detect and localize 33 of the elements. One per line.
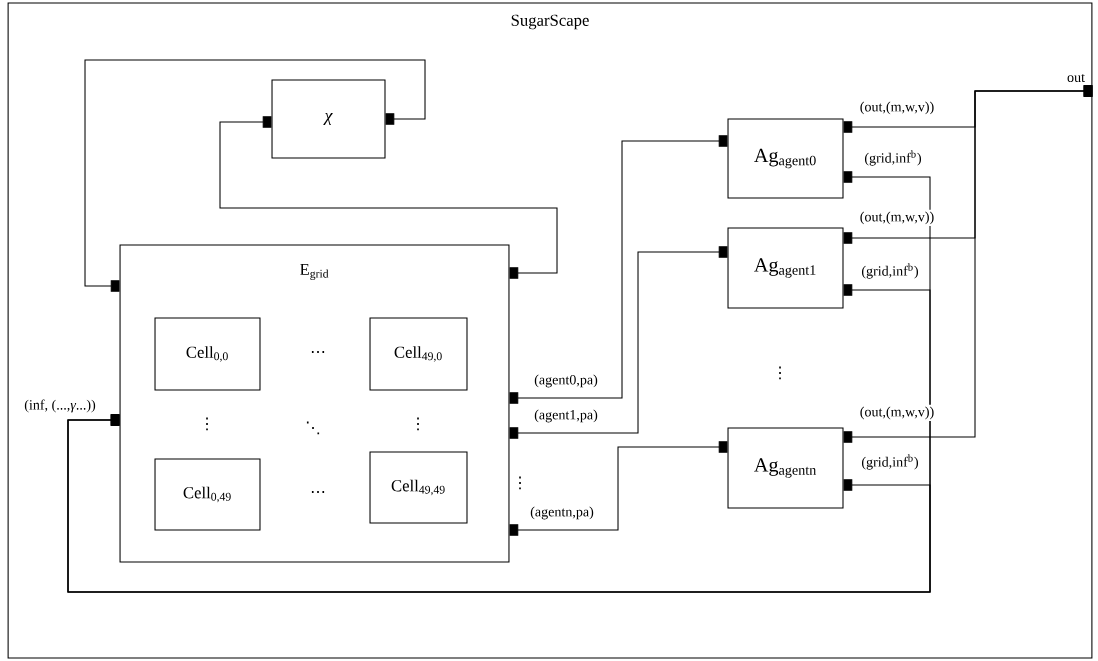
edge-label: (grid,inf$^{b}$) <box>861 263 918 279</box>
edge-label: (agentn,pa) <box>530 506 594 520</box>
edge-label: (out,(m,w,v)) <box>860 406 934 420</box>
port-label: out <box>1067 73 1085 82</box>
edge-label: (agent1,pa) <box>534 409 598 423</box>
agent-box: Ag$_{agentn}$ <box>727 427 844 509</box>
edge-label: (out,(m,w,v)) <box>860 101 934 115</box>
connector <box>84 59 426 292</box>
edge-label: (agent0,pa) <box>534 374 598 388</box>
cell-box: Cell$_{0,49}$ <box>154 458 261 531</box>
cell-box: Cell$_{0,0}$ <box>154 317 261 391</box>
cell-box: Cell$_{49,0}$ <box>369 317 468 391</box>
connector <box>219 116 558 279</box>
port-label: (inf, (...,γ...)) <box>24 399 96 413</box>
edge-label: (grid,inf$^{b}$) <box>865 150 921 166</box>
connector <box>509 246 728 439</box>
connector <box>843 85 1093 443</box>
cell-box: Cell$_{49,49}$ <box>369 451 468 524</box>
edge-label: (out,(m,w,v)) <box>860 211 934 225</box>
edge-label: (grid,inf$^{b}$) <box>861 454 918 470</box>
ellipsis: ⋮ <box>519 476 521 490</box>
ellipsis: ⋮ <box>206 417 208 431</box>
connector <box>67 414 931 593</box>
ellipsis: ⋱ <box>306 421 320 435</box>
ellipsis: ⋯ <box>311 491 325 493</box>
connector <box>509 441 728 536</box>
agent-box: Ag$_{agent1}$ <box>727 227 844 309</box>
process-box: χ <box>271 79 386 159</box>
ellipsis: ⋮ <box>779 366 781 380</box>
connector <box>509 135 728 404</box>
ellipsis: ⋮ <box>417 417 419 431</box>
agent-box: Ag$_{agent0}$ <box>727 118 844 199</box>
ellipsis: ⋯ <box>311 351 325 353</box>
